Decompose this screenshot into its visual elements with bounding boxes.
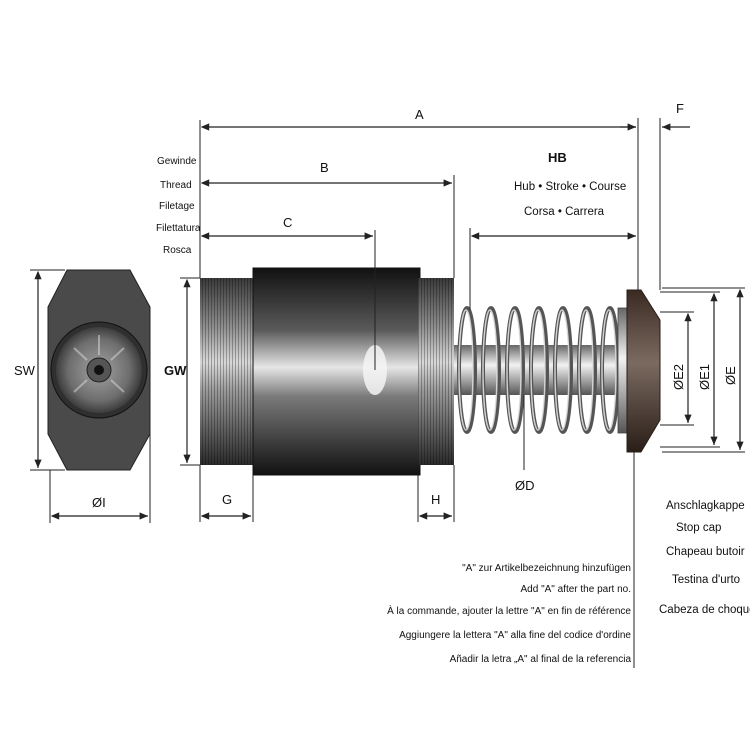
dim-i-label: ØI (92, 495, 106, 510)
svg-text:Thread: Thread (160, 180, 192, 191)
svg-text:Add "A" after the part no.: Add "A" after the part no. (521, 584, 632, 595)
shock-absorber-side-view (200, 267, 661, 476)
end-view (47, 269, 151, 471)
dim-c-label: C (283, 215, 292, 230)
body (253, 268, 420, 475)
svg-text:Anschlagkappe: Anschlagkappe (666, 500, 745, 512)
dim-d-label: ØD (515, 478, 535, 493)
dim-a-label: A (415, 107, 424, 122)
svg-text:Aggiungere la lettera "A" alla: Aggiungere la lettera "A" alla fine del … (399, 630, 631, 641)
dim-e-label: ØE (723, 366, 738, 385)
svg-text:Cabeza de choque: Cabeza de choque (659, 604, 750, 616)
svg-text:Stop cap: Stop cap (676, 522, 721, 534)
dim-f-label: F (676, 101, 684, 116)
ordering-note: "A" zur Artikelbezeichnung hinzufügen Ad… (387, 563, 631, 665)
svg-text:Rosca: Rosca (163, 245, 192, 256)
dim-g-label: G (222, 492, 232, 507)
dim-b-label: B (320, 160, 329, 175)
stroke-line-2: Corsa • Carrera (524, 206, 605, 218)
dim-h-label: H (431, 492, 440, 507)
dim-e2-label: ØE2 (671, 364, 686, 390)
svg-text:À la commande, ajouter la lett: À la commande, ajouter la lettre "A" en … (387, 604, 631, 617)
stroke-title: HB (548, 150, 567, 165)
svg-text:Testina d'urto: Testina d'urto (672, 574, 740, 586)
svg-text:Gewinde: Gewinde (157, 156, 197, 167)
svg-text:Chapeau butoir: Chapeau butoir (666, 546, 745, 558)
svg-text:Añadir la letra „A" al final d: Añadir la letra „A" al final de la refer… (450, 654, 632, 665)
svg-text:"A" zur Artikelbezeichnung hin: "A" zur Artikelbezeichnung hinzufügen (462, 563, 631, 574)
stop-cap (626, 289, 661, 453)
dim-sw-label: SW (14, 363, 36, 378)
dim-e1-label: ØE1 (697, 364, 712, 390)
dim-gw-label: GW (164, 363, 187, 378)
thread-label: Gewinde Thread Filetage Filettatura Rosc… (156, 156, 201, 256)
svg-text:Filettatura: Filettatura (156, 223, 201, 234)
svg-text:Filetage: Filetage (159, 201, 195, 212)
stop-cap-label: Anschlagkappe Stop cap Chapeau butoir Te… (659, 500, 750, 616)
stroke-line-1: Hub • Stroke • Course (514, 181, 626, 193)
